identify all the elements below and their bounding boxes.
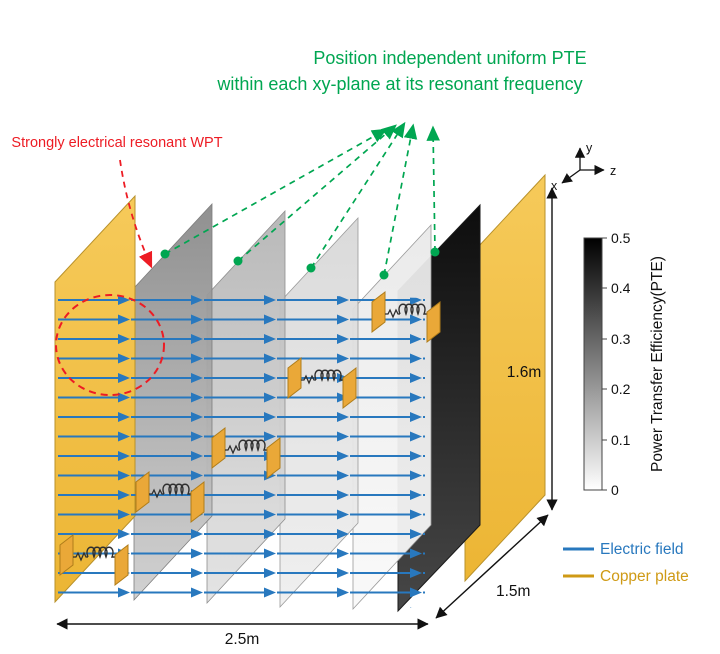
resonant-plane-marker-1: [160, 249, 170, 259]
legend-electric-field-label: Electric field: [600, 541, 684, 558]
resonant-plane-marker-2: [233, 256, 243, 266]
wpt-annotation-label: Strongly electrical resonant WPT: [11, 135, 222, 151]
green-arrow-2: [237, 124, 397, 262]
dim-width-label: 2.5m: [225, 631, 259, 648]
plane-marker-group: [160, 247, 440, 280]
colorbar-tick-0.5: 0.5: [611, 230, 631, 246]
resonant-plane-marker-4: [379, 270, 389, 280]
red-dashed-arrow: [119, 159, 153, 269]
axis-z-label: z: [610, 164, 616, 178]
figure-title-line1: Position independent uniform PTE: [313, 48, 586, 68]
green-arrow-5: [426, 125, 441, 253]
colorbar-title: Power Transfer Efficiency(PTE): [649, 256, 666, 472]
legend: Electric field Copper plate: [563, 541, 689, 585]
colorbar-tick-0.1: 0.1: [611, 432, 631, 448]
colorbar: 0.5 0.4 0.3 0.2 0.1 0 Power Transfer Eff…: [583, 230, 666, 498]
electric-field-region: [58, 290, 425, 608]
colorbar-tick-0.2: 0.2: [611, 381, 631, 397]
colorbar-tick-0.4: 0.4: [611, 280, 631, 296]
axis-x-arrow: [561, 169, 581, 184]
red-highlight-ellipse: [55, 294, 165, 396]
colorbar-tick-0.3: 0.3: [611, 331, 631, 347]
dim-depth-arrow: [435, 514, 549, 619]
figure-title-line2: within each xy-plane at its resonant fre…: [216, 74, 582, 94]
axis-x-label: x: [551, 179, 558, 193]
resonant-plane-marker-5: [430, 247, 440, 257]
colorbar-gradient: [583, 237, 603, 491]
green-arrow-1: [164, 128, 388, 255]
axes-triad: y z x: [551, 141, 616, 193]
colorbar-tick-0: 0: [611, 482, 619, 498]
dim-height-label: 1.6m: [507, 364, 541, 381]
dim-depth-label: 1.5m: [496, 583, 530, 600]
green-arrow-group: [164, 121, 441, 276]
resonant-plane-marker-3: [306, 263, 316, 273]
axis-y-label: y: [586, 141, 593, 155]
green-arrow-4: [383, 123, 418, 276]
legend-copper-plate-label: Copper plate: [600, 568, 689, 585]
